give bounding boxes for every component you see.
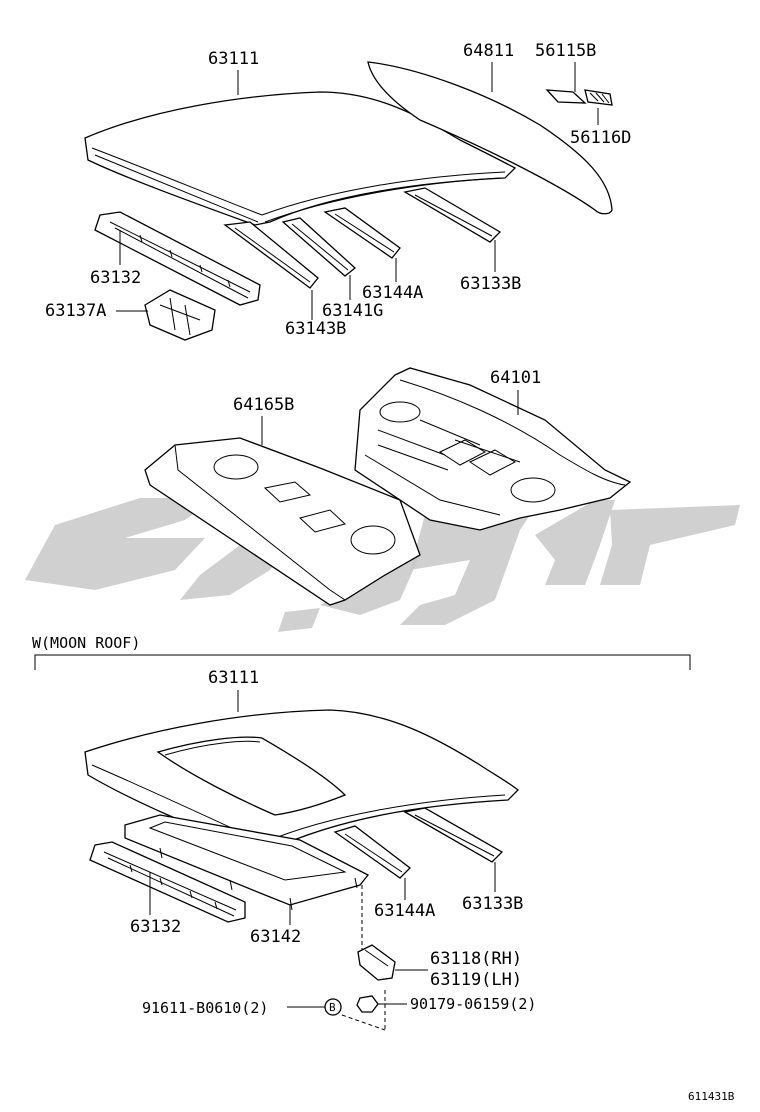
mr-nut [356, 995, 379, 1013]
label-clip-56116d: 56116D [570, 128, 631, 148]
label-roof-bow-63144a: 63144A [362, 283, 423, 303]
label-roof-bow-63141g: 63141G [322, 301, 383, 321]
mr-front-header-panel [89, 841, 246, 923]
front-header-panel [94, 211, 261, 306]
header-bracket [144, 289, 216, 341]
label-package-tray: 64165B [233, 395, 294, 415]
label-clip-56115b: 56115B [535, 41, 596, 61]
mr-roof-reinforcement [124, 814, 370, 911]
label-mr-bracket-lh: 63119(LH) [430, 970, 522, 990]
label-mr-reinforcement: 63142 [250, 927, 301, 947]
roof-bow-63143b [223, 221, 319, 289]
label-mr-roof-panel: 63111 [208, 668, 259, 688]
mr-side-bracket [357, 944, 396, 981]
label-mr-roof-bow: 63144A [374, 901, 435, 921]
back-window [367, 61, 613, 215]
label-roof-bow-63143b: 63143B [285, 319, 346, 339]
molding-clip-56115b [545, 89, 587, 104]
section-bracket-line [34, 654, 691, 670]
mr-roof-rear-rail [403, 807, 504, 863]
mr-roof-bow-63144a [333, 825, 411, 879]
figure-code: 611431B [688, 1090, 735, 1103]
roof-bow-63144a [323, 207, 401, 259]
label-roof-panel: 63111 [208, 49, 259, 69]
label-rear-body-panel: 64101 [490, 368, 541, 388]
label-mr-bracket-rh: 63118(RH) [430, 949, 522, 969]
label-mr-bolt: 91611-B0610(2) [142, 999, 268, 1017]
moon-roof-panel [84, 709, 519, 853]
label-mr-rear-rail: 63133B [462, 894, 523, 914]
molding-clip-56116d [584, 89, 613, 106]
assembly-line-b [341, 1014, 386, 1031]
label-mr-front-header: 63132 [130, 917, 181, 937]
roof-bow-63141g [281, 217, 357, 277]
rear-body-panel [354, 367, 632, 531]
roof-panel [84, 91, 517, 226]
bolt-symbol-letter: B [329, 1001, 336, 1014]
label-front-header: 63132 [90, 268, 141, 288]
label-back-window: 64811 [463, 41, 514, 61]
mr-bolt-symbol: B [324, 998, 342, 1016]
label-roof-rear-rail: 63133B [460, 274, 521, 294]
section-title-moon-roof: W(MOON ROOF) [32, 634, 140, 652]
label-mr-nut: 90179-06159(2) [410, 995, 536, 1013]
label-header-bracket: 63137A [45, 301, 106, 321]
roof-rear-rail [403, 187, 502, 243]
package-tray-panel [144, 437, 421, 606]
